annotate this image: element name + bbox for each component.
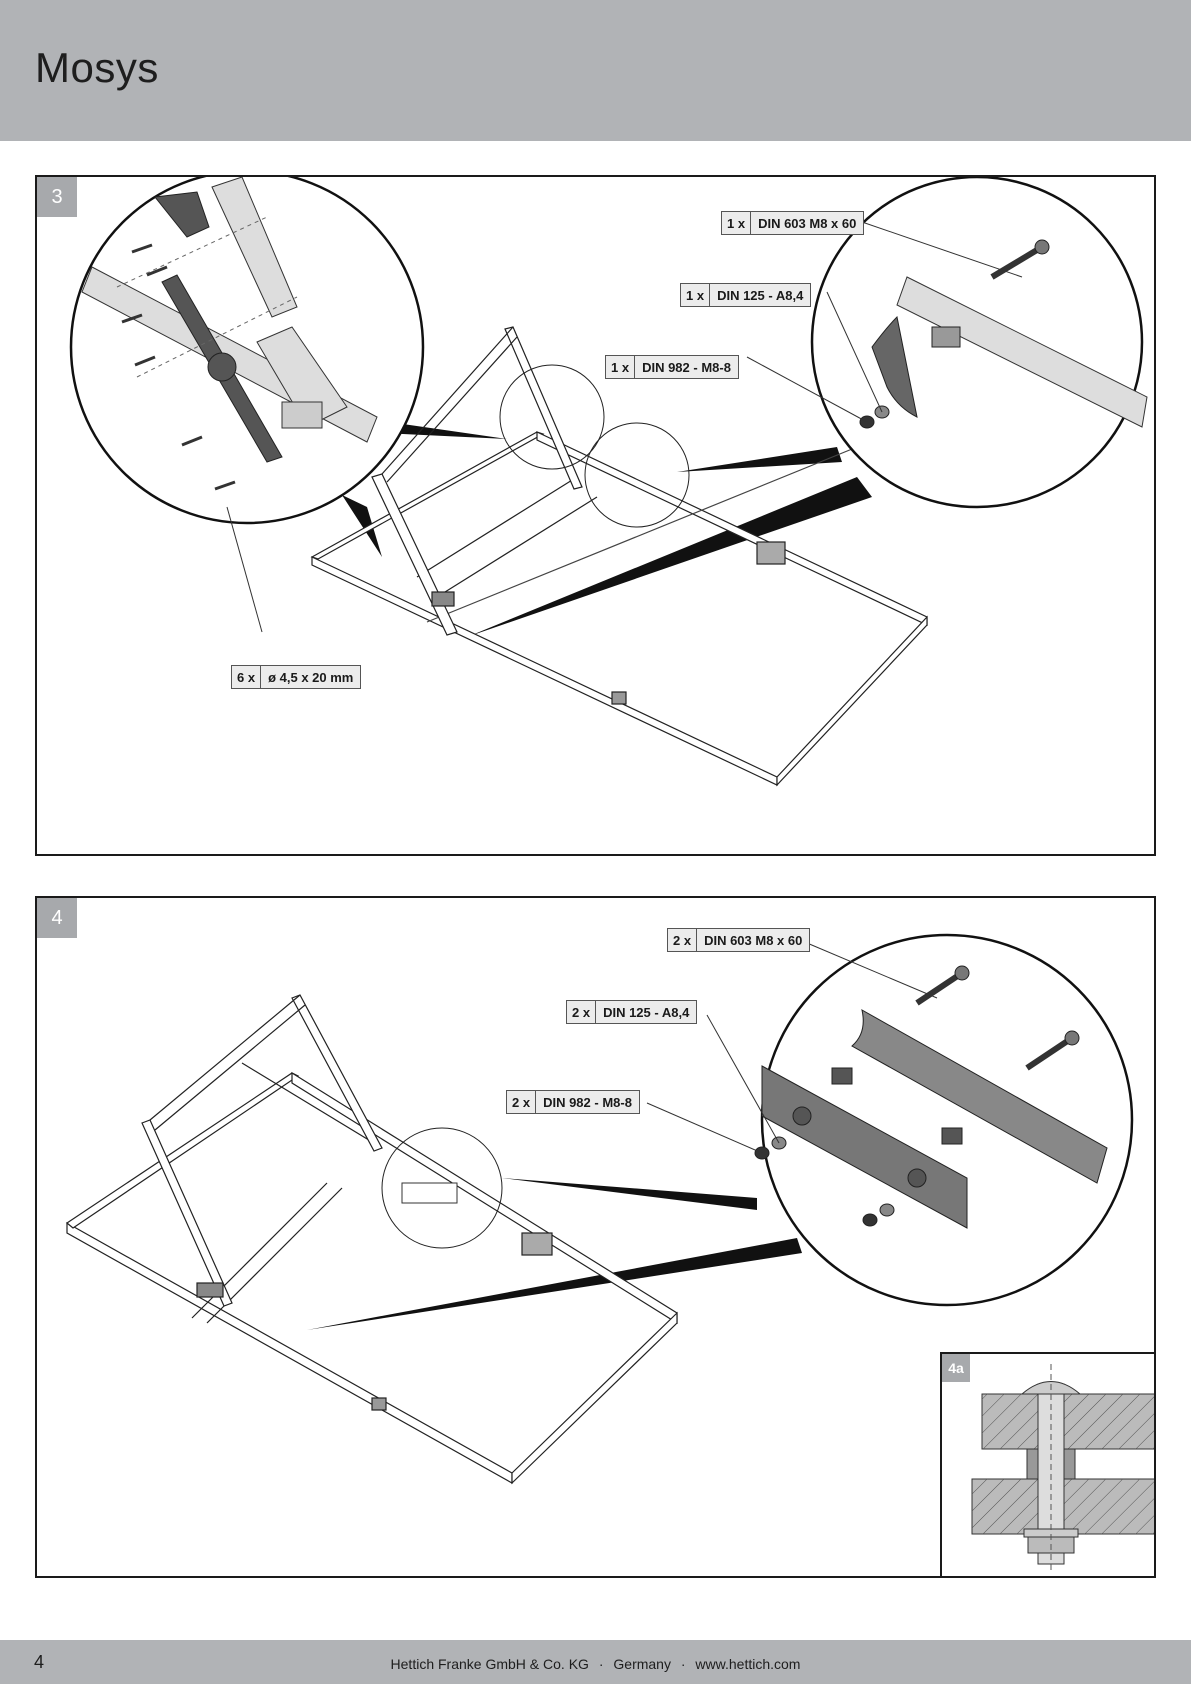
footer-separator: ·	[596, 1656, 607, 1672]
footer-separator: ·	[678, 1656, 689, 1672]
bed-frame	[67, 995, 677, 1483]
connector-plate	[402, 1183, 457, 1203]
cross-section-illustration	[942, 1354, 1156, 1578]
zoom-connector	[502, 1178, 757, 1210]
step-4-panel: 4	[35, 896, 1156, 1578]
page-header: Mosys	[0, 0, 1191, 141]
footer-company: Hettich Franke GmbH & Co. KG	[388, 1656, 592, 1672]
step-3-panel: 3	[35, 175, 1156, 856]
step-3-illustration	[37, 177, 1154, 854]
page-title: Mosys	[35, 44, 159, 92]
zoom-connector	[307, 1238, 802, 1330]
footer-text: Hettich Franke GmbH & Co. KG · Germany ·…	[0, 1656, 1191, 1672]
zoom-circle-right	[755, 935, 1132, 1305]
zoom-circle-left	[71, 177, 423, 523]
zoom-connector	[677, 447, 842, 472]
detail-circle	[585, 423, 689, 527]
footer-country: Germany	[610, 1656, 674, 1672]
step-badge: 3	[37, 177, 77, 217]
inset-badge: 4a	[942, 1354, 970, 1382]
step-badge: 4	[37, 898, 77, 938]
footer-website[interactable]: www.hettich.com	[692, 1656, 803, 1672]
page-footer: 4 Hettich Franke GmbH & Co. KG · Germany…	[0, 1640, 1191, 1684]
detail-inset-4a: 4a	[940, 1352, 1156, 1578]
